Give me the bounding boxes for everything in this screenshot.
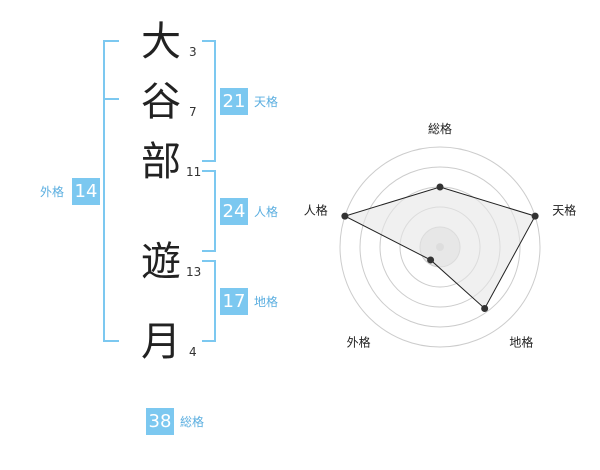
jinkaku-label: 人格 xyxy=(254,205,279,219)
stroke-count-3: 11 xyxy=(186,165,202,179)
radar-ring-3 xyxy=(379,186,501,308)
name-char-1: 大 xyxy=(141,19,181,65)
jinkaku-score: 24 xyxy=(220,198,248,225)
chikaku-label: 地格 xyxy=(254,295,279,309)
gaikaku-score: 14 xyxy=(72,178,100,205)
gaikaku-bracket xyxy=(103,40,119,342)
soukaku-score: 38 xyxy=(146,408,174,435)
name-char-5: 月 xyxy=(141,319,181,365)
radar-point-4 xyxy=(427,256,435,264)
radar-axis-label-3: 地格 xyxy=(509,334,533,349)
radar-axis-label-5: 人格 xyxy=(304,203,328,218)
tenkaku-bracket xyxy=(202,40,216,162)
radar-axis-label-2: 天格 xyxy=(552,203,576,218)
name-char-4: 遊 xyxy=(141,239,181,285)
tenkaku-score: 21 xyxy=(220,88,248,115)
chikaku-score: 17 xyxy=(220,288,248,315)
radar-ring-1 xyxy=(419,226,461,268)
radar-area xyxy=(343,186,536,310)
gaikaku-bracket-tick xyxy=(105,98,119,100)
radar-center xyxy=(436,243,444,251)
tenkaku-label: 天格 xyxy=(254,95,279,109)
stroke-count-1: 3 xyxy=(189,45,197,59)
radar-point-5 xyxy=(341,212,349,220)
radar-ring-2 xyxy=(399,206,481,288)
radar-point-1 xyxy=(436,183,444,191)
name-char-2: 谷 xyxy=(141,79,181,125)
radar-axis-label-4: 外格 xyxy=(347,334,371,349)
soukaku-label: 総格 xyxy=(180,415,205,429)
radar-point-3 xyxy=(481,304,489,312)
radar-ring-5 xyxy=(339,146,541,348)
name-char-3: 部 xyxy=(141,139,181,185)
gaikaku-label: 外格 xyxy=(40,185,65,199)
stroke-count-4: 13 xyxy=(186,265,202,279)
radar-axis-label-1: 総格 xyxy=(428,121,452,136)
stroke-count-2: 7 xyxy=(189,105,197,119)
radar-point-2 xyxy=(531,212,539,220)
chikaku-bracket xyxy=(202,260,216,342)
radar-ring-4 xyxy=(359,166,521,328)
jinkaku-bracket xyxy=(202,170,216,252)
stroke-count-5: 4 xyxy=(189,345,197,359)
